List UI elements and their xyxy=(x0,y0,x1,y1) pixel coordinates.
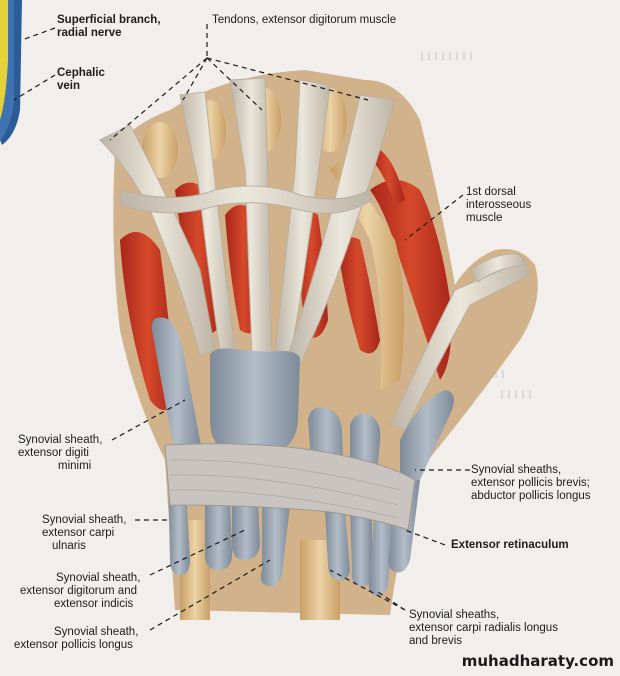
label-extensor-retinaculum: Extensor retinaculum xyxy=(451,539,569,551)
label-synovial-sheaths-extensor-carpi-radialis: Synovial sheaths,extensor carpi radialis… xyxy=(409,609,558,647)
leader-lines xyxy=(13,24,470,631)
svg-text:I I I I I: I I I I I xyxy=(500,387,532,401)
radial-nerve-and-cephalic-vein xyxy=(0,0,22,145)
svg-text:I I I I I I I I: I I I I I I I I xyxy=(420,49,473,63)
synovial-sheaths xyxy=(151,317,454,596)
extensor-retinaculum-band xyxy=(164,443,416,531)
site-watermark: muhadharaty.com xyxy=(461,652,614,670)
label-synovial-sheaths-pollicis-brevis-abductor: Synovial sheaths,extensor pollicis brevi… xyxy=(471,464,591,502)
label-synovial-sheath-extensor-pollicis-longus: Synovial sheath,extensor pollicis longus xyxy=(14,626,139,651)
label-tendons-extensor-digitorum: Tendons, extensor digitorum muscle xyxy=(212,14,397,26)
label-superficial-branch-radial-nerve: Superficial branch,radial nerve xyxy=(57,14,161,39)
extensor-tendons xyxy=(99,77,531,431)
